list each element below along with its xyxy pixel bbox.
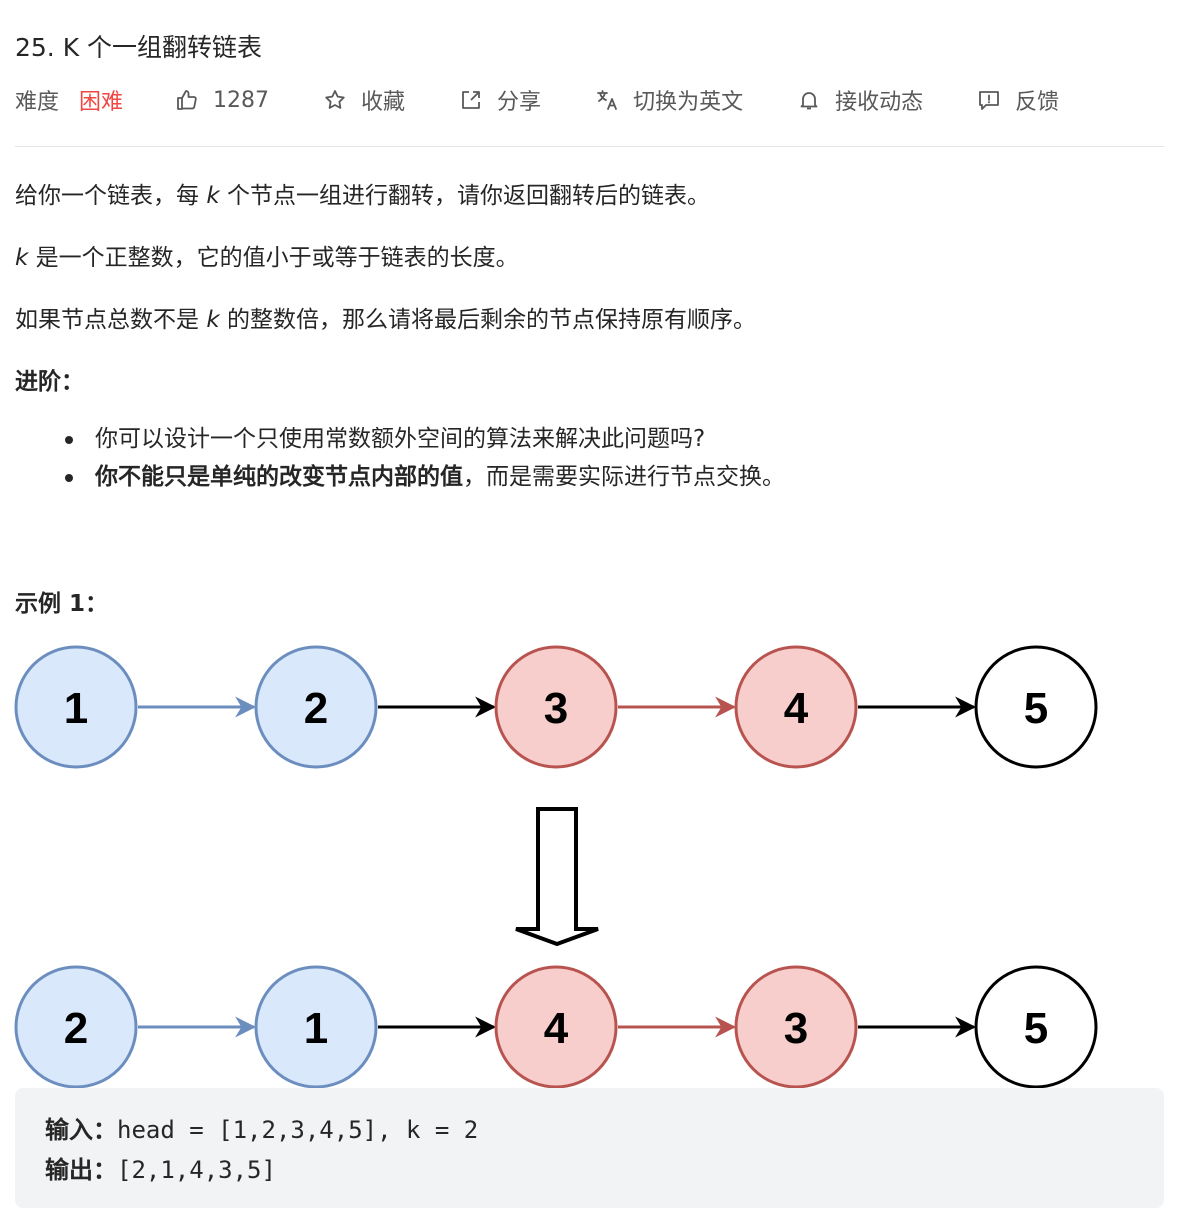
node-label: 1 [64,684,88,733]
advanced-list: 你可以设计一个只使用常数额外空间的算法来解决此问题吗? 你不能只是单纯的改变节点… [15,420,785,496]
feedback-label: 反馈 [1015,90,1060,115]
node-label: 3 [784,1004,808,1053]
node-label: 4 [544,1004,569,1053]
node-label: 5 [1024,1004,1048,1053]
difficulty-label: 难度 [15,90,60,115]
node-label: 4 [784,684,809,733]
top-node-2: 2 [254,645,378,769]
node-label: 5 [1024,684,1048,733]
favorite-label: 收藏 [361,90,406,115]
example-input-line: 输入：head = [1,2,3,4,5], k = 2 [45,1116,479,1144]
share-button[interactable]: 分享 [459,84,541,116]
top-node-4: 4 [734,645,858,769]
star-icon [325,90,345,109]
description-paragraph-1: 给你一个链表，每 k 个节点一组进行翻转，请你返回翻转后的链表。 [15,183,710,209]
switch-language-label: 切换为英文 [633,90,744,115]
advanced-heading: 进阶： [15,369,84,395]
header-divider [15,146,1164,147]
example-output-line: 输出：[2,1,4,3,5] [45,1156,276,1184]
translate-icon [597,90,617,110]
top-node-1: 1 [14,645,138,769]
list-item: 你可以设计一个只使用常数额外空间的算法来解决此问题吗? [15,420,785,458]
bottom-node-5: 5 [974,965,1098,1089]
example-code-block: 输入：head = [1,2,3,4,5], k = 2 输出：[2,1,4,3… [15,1088,1164,1208]
node-label: 2 [304,684,328,733]
top-node-3: 3 [494,645,618,769]
like-count: 1287 [213,87,270,113]
transform-down-arrow [515,807,599,947]
bottom-node-4: 3 [734,965,858,1089]
description-paragraph-2: k 是一个正整数，它的值小于或等于链表的长度。 [15,245,519,271]
switch-language-button[interactable]: 切换为英文 [595,84,743,116]
bell-icon [800,92,818,110]
favorite-button[interactable]: 收藏 [323,84,405,116]
node-label: 2 [64,1004,88,1053]
bottom-node-1: 2 [14,965,138,1089]
list-item: 你不能只是单纯的改变节点内部的值，而是需要实际进行节点交换。 [15,458,785,496]
share-icon [462,91,480,109]
problem-meta-bar: 难度 困难 1287 收藏 分享 切换为英文 接收动 [15,84,1113,116]
like-button[interactable]: 1287 [175,88,269,113]
difficulty-badge: 困难 [79,90,124,115]
feedback-icon [979,91,999,110]
problem-title: 25. K 个一组翻转链表 [15,33,263,62]
top-node-5: 5 [974,645,1098,769]
subscribe-label: 接收动态 [835,90,924,115]
description-paragraph-3: 如果节点总数不是 k 的整数倍，那么请将最后剩余的节点保持原有顺序。 [15,307,756,333]
thumbs-up-icon [177,90,197,110]
share-label: 分享 [497,90,542,115]
subscribe-button[interactable]: 接收动态 [797,84,923,116]
bottom-node-3: 4 [494,965,618,1089]
feedback-button[interactable]: 反馈 [977,84,1059,116]
example-heading: 示例 1： [15,591,109,617]
linked-list-diagram: 1 2 3 4 5 2 1 4 3 5 [14,645,1098,1089]
node-label: 3 [544,684,568,733]
bottom-node-2: 1 [254,965,378,1089]
node-label: 1 [304,1004,328,1053]
